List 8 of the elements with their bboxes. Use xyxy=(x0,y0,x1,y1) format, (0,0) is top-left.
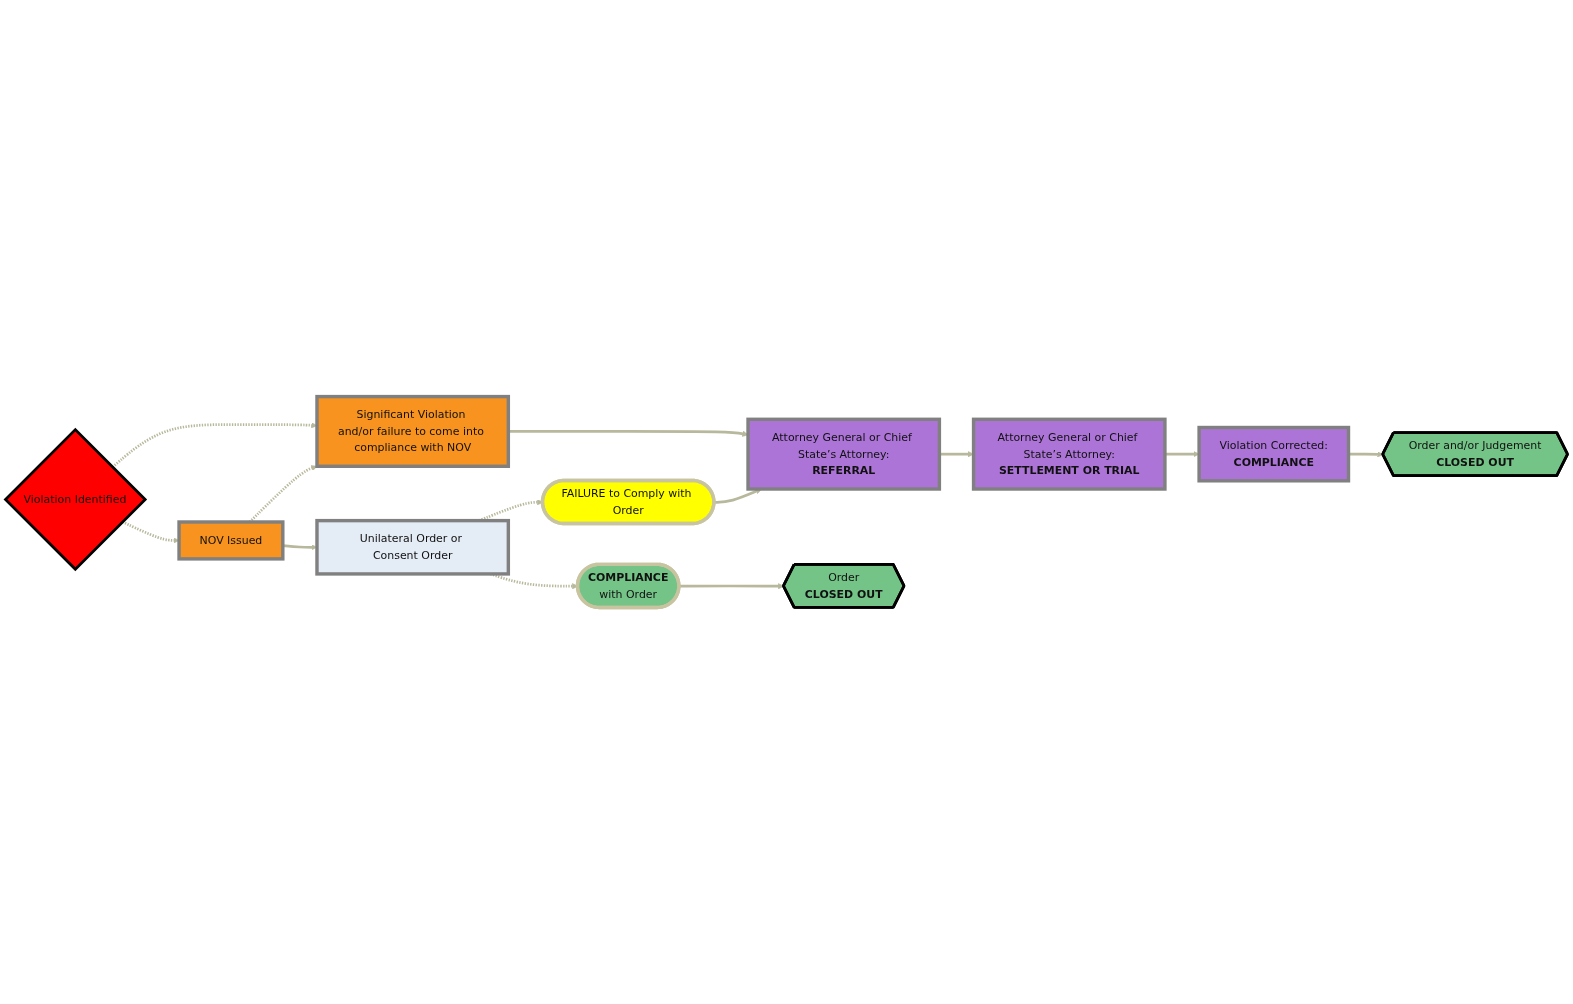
node-box: Violation Corrected: COMPLIANCE xyxy=(1197,425,1351,483)
node-box: Attorney General or Chief State’s Attorney: REFERRAL xyxy=(746,417,942,491)
node-box: Unilateral Order or Consent Order xyxy=(315,518,511,576)
arrow xyxy=(679,583,784,590)
node-box: NOV Issued xyxy=(177,520,285,561)
node-diamond: Violation Identified xyxy=(3,427,148,572)
node-box: Attorney General or Chief State’s Attorney: SETTLEMENT OR TRIAL xyxy=(971,417,1167,491)
node-box: Significant Violation and/or failure to come into compliance with NOV xyxy=(315,394,511,468)
